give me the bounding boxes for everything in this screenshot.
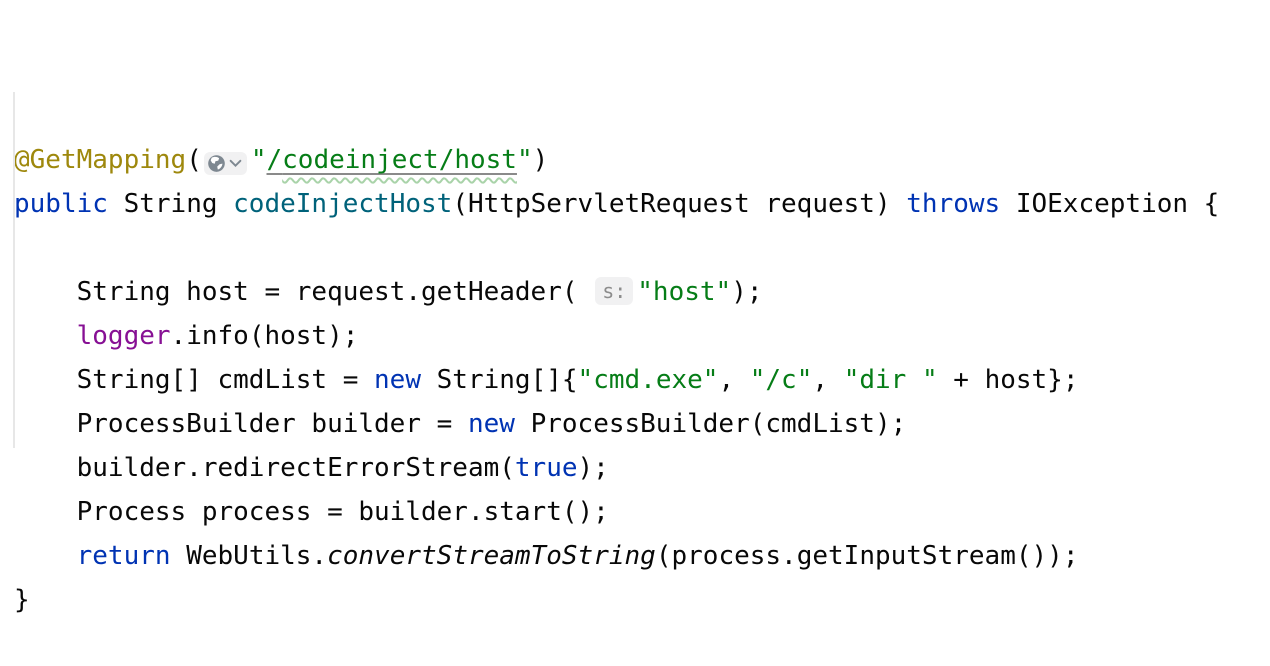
code-token: public [14, 189, 108, 219]
code-token: String[] cmdList = [14, 365, 375, 395]
url-string[interactable]: / [266, 145, 283, 175]
code-token: } [14, 585, 30, 615]
code-token: .info(host); [170, 321, 359, 351]
code-line[interactable]: @GetMapping("/codeinject/host") [14, 138, 1270, 182]
code-line[interactable]: public String codeInjectHost(HttpServlet… [14, 182, 1270, 226]
code-lines-container: @GetMapping("/codeinject/host")public St… [14, 138, 1270, 622]
code-token: (HttpServletRequest request) [452, 189, 907, 219]
code-token: "cmd.exe" [577, 365, 719, 395]
code-token: " [250, 145, 267, 175]
code-token: (process.getInputStream()); [655, 541, 1079, 571]
code-line[interactable]: String host = request.getHeader( s:"host… [14, 270, 1270, 314]
code-token: @GetMapping [14, 145, 187, 175]
code-token: new [374, 365, 421, 395]
code-token: , [718, 365, 750, 395]
code-line[interactable]: logger.info(host); [14, 314, 1270, 358]
code-token: ProcessBuilder(cmdList); [514, 409, 907, 439]
code-line[interactable]: builder.redirectErrorStream(true); [14, 446, 1270, 490]
code-token: ); [731, 277, 763, 307]
indent-guide [13, 92, 15, 448]
code-token: WebUtils. [170, 541, 328, 571]
code-line[interactable] [14, 226, 1270, 270]
code-token: String[]{ [421, 365, 578, 395]
code-token: builder.redirectErrorStream( [14, 453, 515, 483]
globe-icon [208, 155, 225, 172]
code-token: ) [532, 145, 549, 175]
code-token: convertStreamToString [327, 541, 656, 571]
code-token: String [107, 189, 234, 219]
url-string[interactable]: codeinject/host [282, 145, 517, 175]
code-editor[interactable]: @GetMapping("/codeinject/host")public St… [0, 0, 1270, 615]
code-line[interactable]: String[] cmdList = new String[]{"cmd.exe… [14, 358, 1270, 402]
code-token: new [467, 409, 515, 439]
typo-warning-underline: codeinject/host [282, 145, 517, 175]
chevron-down-icon [229, 159, 242, 168]
code-token: Process process = builder.start(); [14, 497, 609, 527]
code-token: throws [906, 189, 1001, 219]
code-token: return [76, 541, 171, 571]
code-line[interactable]: return WebUtils.convertStreamToString(pr… [14, 534, 1270, 578]
code-token: " [516, 145, 533, 175]
code-token: IOException { [1000, 189, 1220, 219]
code-token: "/c" [749, 365, 813, 395]
code-token: ); [577, 453, 609, 483]
code-token: ( [186, 145, 202, 175]
code-token: logger [76, 321, 171, 351]
code-token: "dir " [843, 365, 938, 395]
code-token: codeInjectHost [233, 189, 453, 219]
code-token: ProcessBuilder builder = [14, 409, 468, 439]
url-mapping-inlay[interactable] [203, 152, 247, 175]
code-line[interactable]: ProcessBuilder builder = new ProcessBuil… [14, 402, 1270, 446]
code-token: String host = request.getHeader( [14, 277, 594, 307]
code-token: + host}; [937, 365, 1079, 395]
param-name-hint: s: [595, 277, 634, 305]
code-token: , [812, 365, 844, 395]
code-token: "host" [637, 277, 732, 307]
code-token: true [514, 453, 578, 483]
code-line[interactable]: Process process = builder.start(); [14, 490, 1270, 534]
code-line[interactable]: } [14, 578, 1270, 622]
code-token [14, 541, 77, 571]
code-token [14, 321, 77, 351]
